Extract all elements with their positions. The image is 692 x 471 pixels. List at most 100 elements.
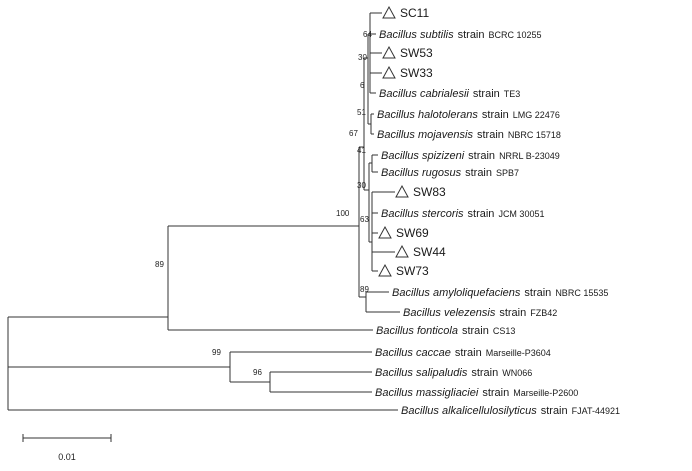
species-name: Bacillus spizizeni — [381, 150, 465, 162]
isolate-triangle-icon — [382, 65, 396, 79]
strain-accession: NBRC 15535 — [555, 288, 608, 298]
strain-word: strain — [465, 167, 492, 179]
species-name: Bacillus stercoris — [381, 208, 464, 220]
strain-accession: WN066 — [502, 368, 532, 378]
species-name: Bacillus alkalicellulosilyticus — [401, 405, 537, 417]
strain-accession: Marseille-P3604 — [486, 348, 551, 358]
strain-word: strain — [499, 307, 526, 319]
strain-word: strain — [482, 387, 509, 399]
scale-ticks — [22, 434, 112, 442]
isolate-triangle-icon — [378, 225, 392, 239]
taxon-SW73: SW73 — [378, 263, 429, 278]
species-name: Bacillus massigliaciei — [375, 387, 479, 399]
isolate-label: SW53 — [400, 46, 433, 60]
strain-word: strain — [462, 325, 489, 337]
species-name: Bacillus subtilis — [379, 29, 454, 41]
isolate-label: SC11 — [400, 6, 429, 20]
taxon-label: Bacillus subtilis strain BCRC 10255 — [379, 29, 542, 41]
species-name: Bacillus caccae — [375, 347, 451, 359]
bootstrap-value: 30 — [357, 181, 366, 190]
strain-word: strain — [458, 29, 485, 41]
tree-branches — [7, 12, 400, 411]
isolate-triangle-icon — [395, 244, 409, 258]
strain-word: strain — [477, 129, 504, 141]
bootstrap-value: 6 — [360, 81, 365, 90]
isolate-triangle-icon — [382, 5, 396, 19]
strain-accession: NRRL B-23049 — [499, 151, 560, 161]
strain-word: strain — [455, 347, 482, 359]
taxon-cabrialesii: Bacillus cabrialesii strain TE3 — [379, 88, 520, 100]
species-name: Bacillus velezensis — [403, 307, 496, 319]
bootstrap-value: 41 — [357, 146, 366, 155]
bootstrap-value: 30 — [358, 53, 367, 62]
isolate-triangle-icon — [382, 45, 396, 59]
strain-accession: TE3 — [504, 89, 521, 99]
isolate-label: SW73 — [396, 264, 429, 278]
taxon-SW83: SW83 — [395, 184, 446, 199]
species-name: Bacillus salipaludis — [375, 367, 468, 379]
species-name: Bacillus fonticola — [376, 325, 458, 337]
isolate-label: SW33 — [400, 66, 433, 80]
species-name: Bacillus mojavensis — [377, 129, 473, 141]
strain-accession: Marseille-P2600 — [513, 388, 578, 398]
bootstrap-value: 64 — [363, 30, 372, 39]
strain-accession: SPB7 — [496, 168, 519, 178]
strain-word: strain — [468, 150, 495, 162]
taxon-label: Bacillus fonticola strain CS13 — [376, 325, 515, 337]
scale-bar: 0.01 — [22, 434, 112, 462]
strain-accession: NBRC 15718 — [508, 130, 561, 140]
strain-accession: BCRC 10255 — [489, 30, 542, 40]
strain-accession: CS13 — [493, 326, 516, 336]
bootstrap-value: 100 — [336, 209, 350, 218]
isolate-triangle-icon — [378, 263, 392, 277]
taxon-alkalicellulosilyticus: Bacillus alkalicellulosilyticus strain FJA… — [401, 405, 620, 417]
taxon-SW69: SW69 — [378, 225, 429, 240]
species-name: Bacillus amyloliquefaciens — [392, 287, 521, 299]
bootstrap-value: 99 — [212, 348, 221, 357]
strain-accession: FJAT-44921 — [572, 406, 620, 416]
strain-word: strain — [468, 208, 495, 220]
strain-word: strain — [471, 367, 498, 379]
isolate-triangle-icon — [395, 184, 409, 198]
bootstrap-value: 89 — [360, 285, 369, 294]
bootstrap-value: 89 — [155, 260, 164, 269]
strain-accession: JCM 30051 — [498, 209, 544, 219]
isolate-label: SW69 — [396, 226, 429, 240]
isolate-label: SW44 — [413, 245, 446, 259]
taxon-label: Bacillus mojavensis strain NBRC 15718 — [377, 129, 561, 141]
bootstrap-value: 96 — [253, 368, 262, 377]
taxon-mojavensis: Bacillus mojavensis strain NBRC 15718 — [377, 129, 561, 141]
taxon-caccae: Bacillus caccae strain Marseille-P3604 — [375, 347, 551, 359]
strain-word: strain — [473, 88, 500, 100]
taxon-subtilis: Bacillus subtilis strain BCRC 10255 — [379, 29, 542, 41]
strain-word: strain — [541, 405, 568, 417]
bootstrap-value: 67 — [349, 129, 358, 138]
bootstrap-value: 51 — [357, 108, 366, 117]
scale-label: 0.01 — [58, 452, 76, 462]
taxon-label: Bacillus caccae strain Marseille-P3604 — [375, 347, 551, 359]
taxon-fonticola: Bacillus fonticola strain CS13 — [376, 325, 515, 337]
isolate-label: SW83 — [413, 185, 446, 199]
species-name: Bacillus cabrialesii — [379, 88, 469, 100]
species-name: Bacillus rugosus — [381, 167, 462, 179]
strain-accession: FZB42 — [530, 308, 557, 318]
strain-word: strain — [482, 109, 509, 121]
strain-word: strain — [524, 287, 551, 299]
taxon-SW44: SW44 — [395, 244, 446, 259]
